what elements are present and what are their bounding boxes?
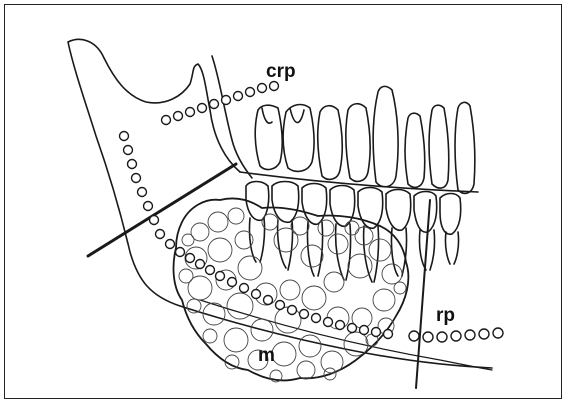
label-crp: crp — [266, 62, 296, 81]
bead-chain-rp — [409, 328, 503, 342]
mandible-outline — [68, 39, 492, 368]
label-rp: rp — [436, 306, 455, 325]
coronoid-contour — [212, 56, 252, 178]
upper-teeth — [240, 86, 478, 193]
reference-line-vertical — [416, 200, 430, 388]
label-m: m — [258, 346, 275, 365]
